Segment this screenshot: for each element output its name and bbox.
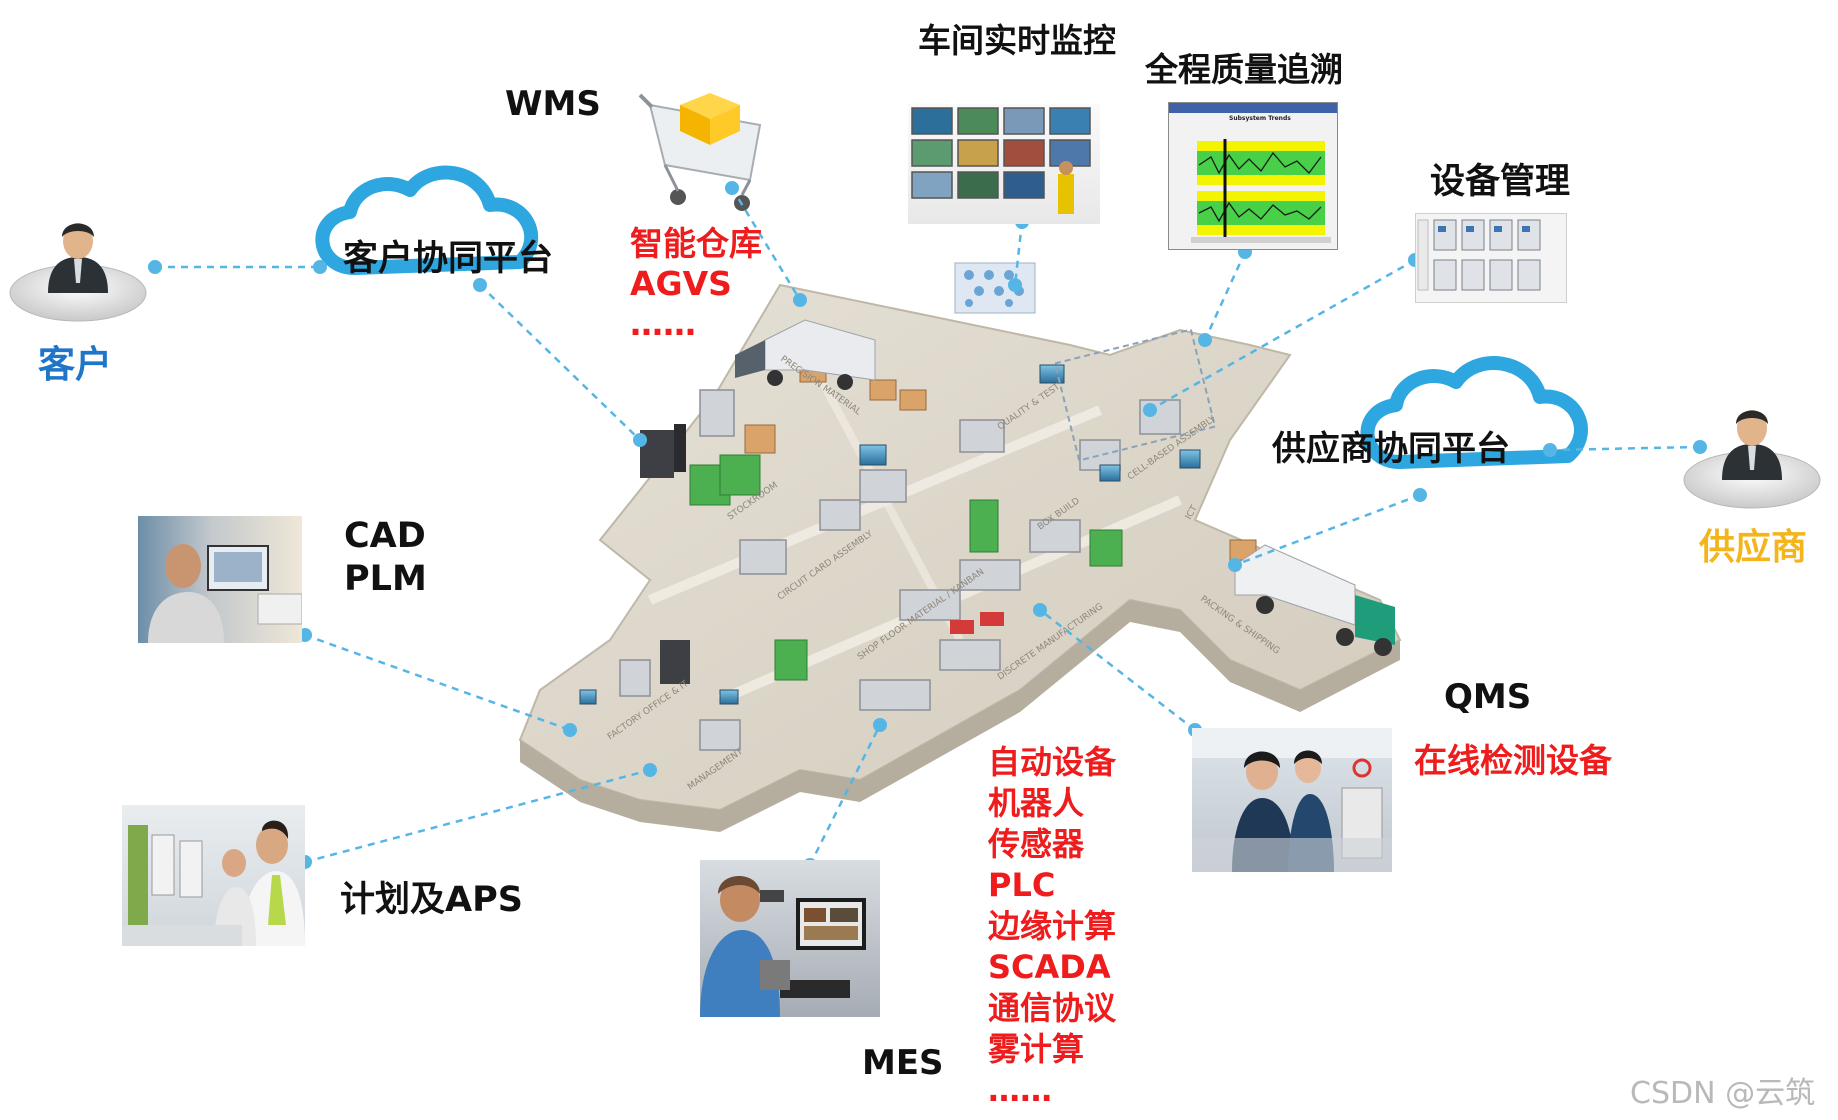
monitor-wall-photo (908, 104, 1100, 224)
qms-photo (1192, 728, 1392, 872)
quality-trend-screenshot: Subsystem Trends (1168, 102, 1338, 250)
cad-plm-photo (138, 516, 302, 643)
supplier-label: 供应商 (1699, 527, 1808, 568)
supplier-person-icon (1683, 410, 1821, 509)
shopping-cart-icon (638, 93, 762, 211)
equipment-mgmt-label: 设备管理 (1430, 162, 1571, 202)
smart-warehouse-label: 智能仓库 AGVS …… (630, 224, 762, 343)
customer-cloud-label: 客户协同平台 (343, 239, 554, 279)
watermark: CSDN @云筑 (1630, 1076, 1816, 1111)
cad-plm-label: CAD PLM (344, 516, 427, 599)
supplier-cloud-label: 供应商协同平台 (1272, 429, 1510, 469)
quality-trace-label: 全程质量追溯 (1145, 50, 1343, 89)
mes-label: MES (862, 1043, 944, 1083)
trend-chart-title: Subsystem Trends (1229, 115, 1291, 122)
customer-cloud-icon (315, 165, 539, 275)
qms-label: QMS (1444, 677, 1532, 717)
supplier-cloud-icon (1360, 356, 1588, 469)
factory-machines (579, 262, 1395, 751)
wms-label: WMS (505, 84, 601, 124)
workshop-monitor-label: 车间实时监控 (918, 21, 1116, 60)
online-inspection-label: 在线检测设备 (1414, 741, 1612, 780)
connectors (155, 187, 1701, 866)
planning-aps-photo (122, 805, 305, 946)
equipment-photo (1415, 213, 1567, 303)
mes-items-label: 自动设备 机器人 传感器 PLC 边缘计算 SCADA 通信协议 雾计算 …… (988, 743, 1117, 1109)
customer-label: 客户 (38, 343, 112, 386)
mes-photo (700, 860, 880, 1017)
planning-aps-label: 计划及APS (340, 880, 523, 920)
customer-person-icon (9, 223, 147, 322)
